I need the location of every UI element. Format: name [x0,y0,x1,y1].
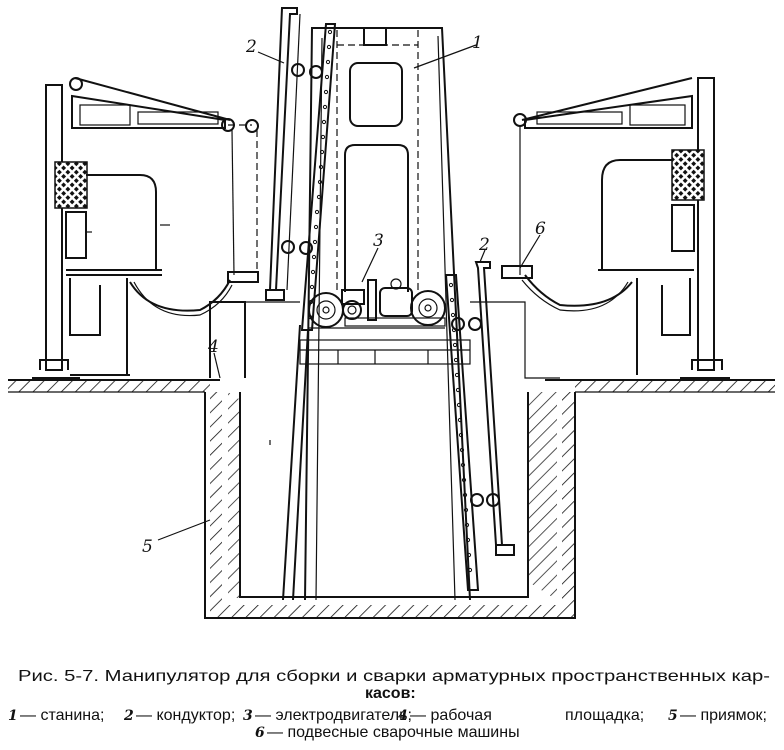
legend-num: 4 [398,708,408,724]
legend-text: — электродвигатель; [255,707,412,724]
legend-text: — приямок; [680,707,767,724]
jig-left [265,7,337,601]
label-frame: 1 [472,33,483,53]
label-pit: 5 [142,537,153,557]
label-jig-right: 2 [478,235,490,255]
legend-text: — рабочая [410,707,492,724]
legend-text: — станина; [20,707,104,724]
legend-num: 1 [8,708,18,724]
legend-text: площадка; [565,707,644,724]
caption-legend: 1 — станина; 2 — кондуктор; 3 — электрод… [8,707,767,741]
label-platform: 4 [207,337,219,357]
legend-num: 2 [123,708,134,724]
label-jig-left: 2 [245,37,257,57]
legend-text: — кондуктор; [136,707,235,724]
legend-num: 6 [255,725,265,741]
legend-num: 5 [668,708,678,724]
frame [269,27,471,601]
welder-right [501,77,730,379]
caption-title-line2: касов: [365,685,416,702]
label-motor: 3 [373,231,384,251]
drive-motor [308,278,446,329]
jig-right [444,261,515,591]
legend-text: — подвесные сварочные машины [267,724,520,741]
label-welder: 6 [535,219,546,239]
welder-left [32,77,259,379]
working-platform [209,301,560,379]
leader-lines [157,44,541,541]
legend-num: 3 [243,708,253,724]
pit [8,379,775,619]
caption-title-line1: Рис. 5-7. Манипулятор для сборки и сварк… [18,668,770,685]
